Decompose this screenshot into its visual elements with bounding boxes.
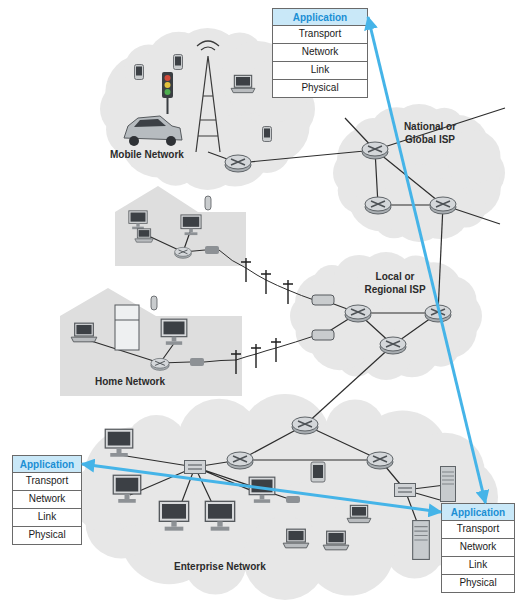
utility-pole: [261, 270, 271, 294]
cloud-shape: [427, 276, 477, 326]
layer-name: Application: [273, 9, 367, 25]
region-label: Local or Regional ISP: [360, 270, 430, 296]
house-outline: [60, 288, 242, 396]
protocol-layer-box: Application: [12, 455, 82, 473]
protocol-layer-box: Physical: [12, 527, 82, 545]
protocol-layer-box: Transport: [12, 473, 82, 491]
layer-name: Application: [13, 456, 81, 472]
network-link: [140, 232, 205, 252]
region-shape: [72, 394, 498, 600]
network-region: National or Global ISP: [333, 104, 505, 242]
protocol-layer-box: Transport: [441, 521, 515, 539]
protocol-layer-box: Network: [441, 539, 515, 557]
protocol-layer-box: Link: [272, 62, 368, 80]
layer-name: Network: [273, 44, 367, 61]
home-device: [205, 246, 219, 254]
network-region: Local or Regional ISP: [290, 252, 482, 380]
protocol-layer-box: Physical: [272, 80, 368, 98]
cloud-shape: [246, 59, 309, 122]
region-label: National or Global ISP: [395, 120, 465, 146]
home-device: [151, 296, 157, 310]
layer-name: Link: [442, 557, 514, 574]
layer-name: Transport: [13, 473, 81, 490]
protocol-layer-box: Application: [441, 503, 515, 521]
home-device: [135, 229, 153, 242]
protocol-layer-box: Transport: [272, 26, 368, 44]
layer-name: Network: [442, 539, 514, 556]
layer-name: Network: [13, 491, 81, 508]
region-label: Enterprise Network: [174, 560, 294, 573]
home-device: [129, 211, 147, 229]
layer-name: Link: [13, 509, 81, 526]
home-device: [205, 196, 211, 210]
utility-pole: [271, 338, 281, 362]
protocol-layer-box: Application: [272, 8, 368, 26]
home-network-region: Home Network: [60, 288, 242, 396]
layer-name: Transport: [442, 521, 514, 538]
region-label: Mobile Network: [110, 148, 220, 161]
layer-name: Physical: [442, 575, 514, 592]
utility-pole: [283, 280, 293, 304]
house-outline: [115, 186, 246, 266]
layer-name: Application: [442, 504, 514, 520]
layer-name: Transport: [273, 26, 367, 43]
cloud-shape: [125, 415, 187, 477]
home-device: [181, 215, 201, 235]
layer-name: Link: [273, 62, 367, 79]
cloud-shape: [243, 516, 327, 600]
protocol-layer-box: Link: [441, 557, 515, 575]
protocol-layer-box: Physical: [441, 575, 515, 593]
layer-name: Physical: [273, 80, 367, 97]
house-outline: [115, 186, 246, 266]
utility-pole: [241, 258, 251, 282]
region-label: Home Network: [95, 375, 205, 388]
cloud-shape: [239, 394, 330, 485]
protocol-layer-box: Network: [12, 491, 82, 509]
utility-pole: [251, 344, 261, 368]
network-region: Enterprise Network: [72, 394, 498, 600]
protocol-layer-box: Link: [12, 509, 82, 527]
protocol-layer-box: Network: [272, 44, 368, 62]
router-symbol: [175, 247, 192, 258]
layer-name: Physical: [13, 527, 81, 544]
cloud-shape: [405, 433, 485, 513]
